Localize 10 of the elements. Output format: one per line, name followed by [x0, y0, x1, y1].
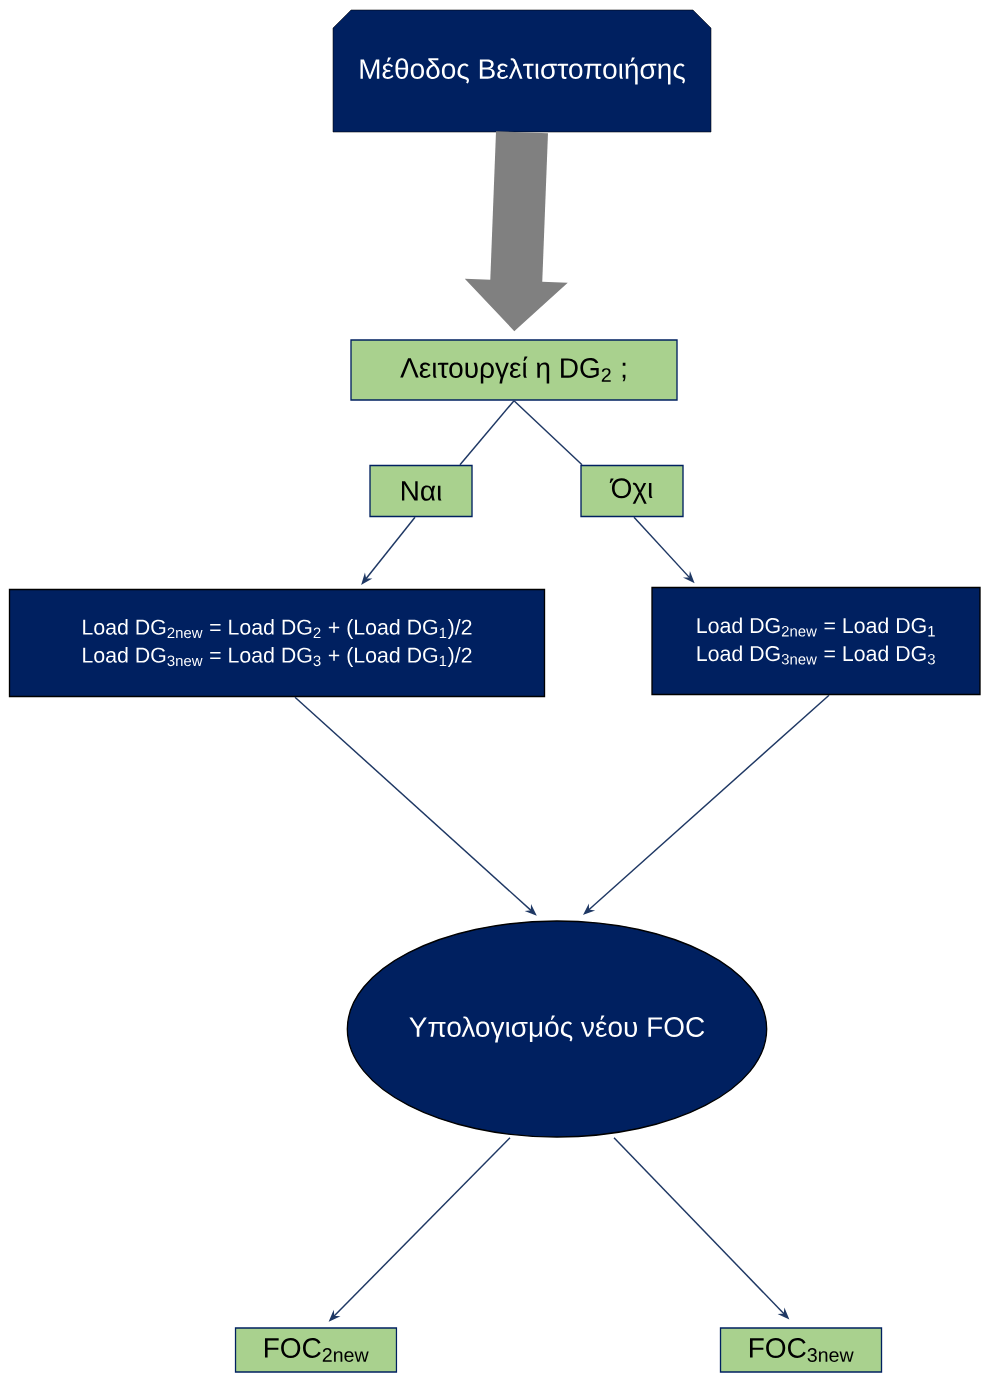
decision-box: Ναι — [369, 464, 473, 518]
formula-box: Load DG$_{2new}$ = Load DG$_{2}$ + (Load DG$_{1}$)/2 Load DG$_{3new}$ = Load DG$_{3}$ + (Load DG$_{1}$)/2 — [8, 588, 546, 698]
decision-box: Λειτουργεί η DG$_{2}$ ; — [350, 339, 678, 401]
process-box: Μέθοδος Βελτιστοποιήσης — [332, 9, 712, 133]
decision-box: Όχι — [580, 464, 684, 518]
decision-box: FOC$_{2new}$ — [234, 1327, 398, 1373]
formula-box: Load DG$_{2new}$ = Load DG$_{1}$ Load DG$_{3new}$ = Load DG$_{3}$ — [651, 586, 981, 696]
arrow — [294, 696, 537, 916]
arrow — [361, 516, 416, 585]
decision-box: FOC$_{3new}$ — [719, 1327, 883, 1373]
